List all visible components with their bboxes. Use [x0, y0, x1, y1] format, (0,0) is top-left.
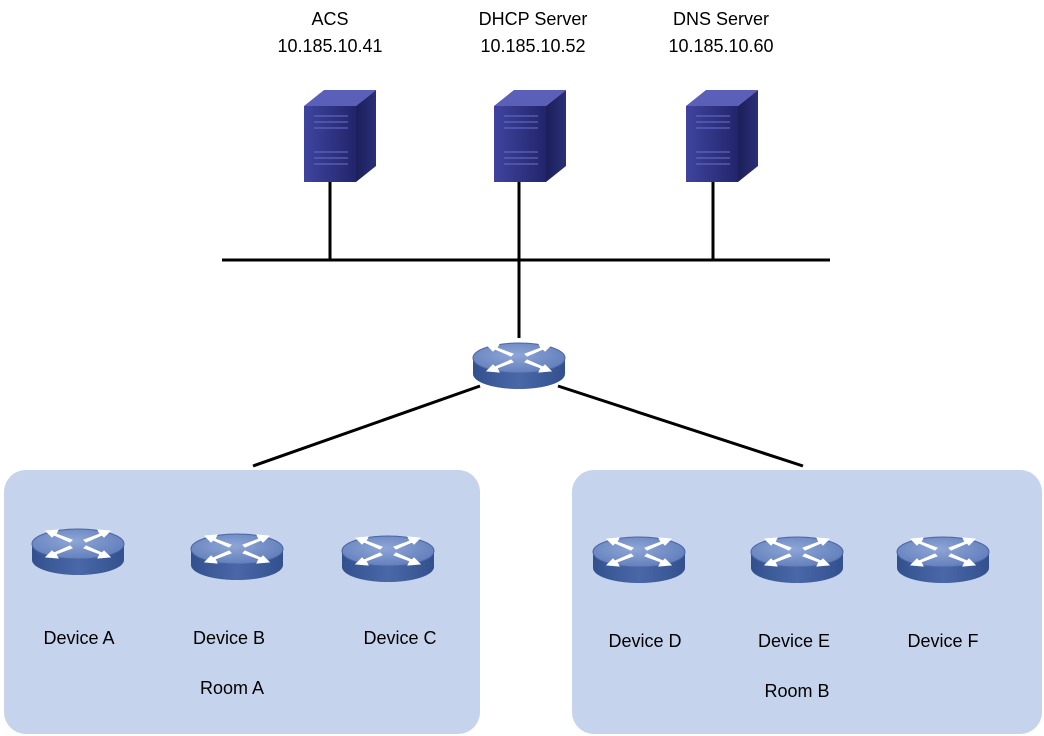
room-a-link [252, 384, 481, 468]
dhcp-ip: 10.185.10.52 [480, 36, 585, 56]
room-b-area [572, 470, 1042, 734]
dns-server-icon [685, 89, 759, 183]
room-b-link [557, 384, 804, 468]
acs-server-icon [303, 89, 377, 183]
device-a-icon [31, 528, 125, 576]
room-a-label: Room A [200, 678, 264, 698]
device-d-label: Device D [608, 631, 681, 651]
dns-ip: 10.185.10.60 [668, 36, 773, 56]
device-d-icon [592, 536, 686, 584]
device-e-label: Device E [758, 631, 830, 651]
dns-name: DNS Server [673, 9, 769, 29]
device-b-icon [190, 533, 284, 581]
device-f-icon [896, 536, 990, 584]
acs-ip: 10.185.10.41 [277, 36, 382, 56]
device-f-label: Device F [907, 631, 978, 651]
room-b-label: Room B [764, 681, 829, 701]
dhcp-server-icon [493, 89, 567, 183]
acs-name: ACS [311, 9, 348, 29]
device-e-icon [750, 536, 844, 584]
device-c-icon [341, 535, 435, 583]
device-b-label: Device B [193, 628, 265, 648]
core-switch-icon [472, 342, 566, 390]
device-a-label: Device A [43, 628, 114, 648]
room-a-area [4, 470, 480, 734]
links [222, 178, 830, 468]
dhcp-name: DHCP Server [479, 9, 588, 29]
device-c-label: Device C [363, 628, 436, 648]
